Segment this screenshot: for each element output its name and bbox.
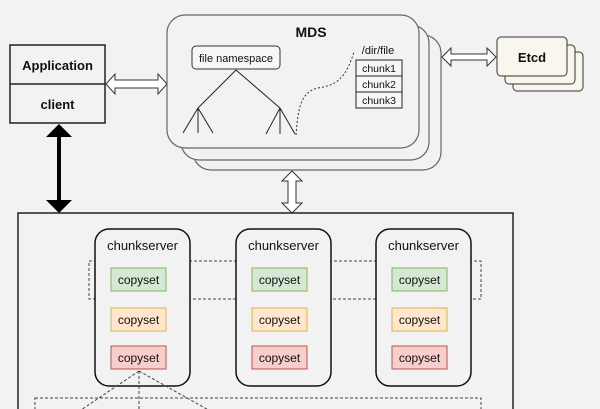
chunkserver-1[interactable]: chunkserver copyset copyset copyset bbox=[94, 228, 191, 387]
client-label: client bbox=[41, 97, 76, 112]
chunk-label: chunk2 bbox=[362, 79, 396, 91]
copyset-label: copyset bbox=[399, 273, 441, 287]
copyset-label: copyset bbox=[259, 351, 301, 365]
chunk-cell bbox=[355, 91, 403, 109]
copyset-label: copyset bbox=[259, 273, 301, 287]
chunkserver-3[interactable]: chunkserver copyset copyset copyset bbox=[375, 228, 472, 387]
mds-title: MDS bbox=[295, 24, 326, 40]
copyset-label: copyset bbox=[399, 351, 441, 365]
replica-group-dashed bbox=[34, 397, 482, 409]
chunkserver-label: chunkserver bbox=[248, 238, 319, 253]
copyset-box[interactable] bbox=[391, 345, 448, 370]
copyset-box[interactable] bbox=[110, 345, 167, 370]
mds-cluster-arrow bbox=[280, 170, 304, 214]
copyset-label: copyset bbox=[118, 273, 160, 287]
chunkserver-label: chunkserver bbox=[388, 238, 459, 253]
copyset-box[interactable] bbox=[391, 267, 448, 292]
chunkserver-label: chunkserver bbox=[107, 238, 178, 253]
copyset-box[interactable] bbox=[251, 307, 308, 332]
file-namespace-label: file namespace bbox=[199, 53, 273, 65]
copyset-label: copyset bbox=[118, 351, 160, 365]
copyset-label: copyset bbox=[399, 313, 441, 327]
etcd-box bbox=[496, 36, 568, 77]
client-cluster-arrow bbox=[46, 124, 72, 213]
mds-etcd-arrow bbox=[441, 46, 497, 68]
file-namespace-box bbox=[191, 45, 281, 70]
copyset-box[interactable] bbox=[251, 345, 308, 370]
application-client-box[interactable]: Application client bbox=[9, 44, 106, 124]
replica-link-lines bbox=[81, 370, 208, 409]
copyset-box[interactable] bbox=[110, 267, 167, 292]
chunkserver-2[interactable]: chunkserver copyset copyset copyset bbox=[235, 228, 332, 387]
chunk-list: chunk1 chunk2 chunk3 bbox=[355, 59, 403, 109]
etcd-stack[interactable]: Etcd bbox=[496, 36, 584, 92]
mds-stack[interactable]: MDS file namespace /dir/file chunk1 chun… bbox=[166, 14, 442, 171]
copyset-label: copyset bbox=[118, 313, 160, 327]
copyset-label: copyset bbox=[259, 313, 301, 327]
app-mds-arrow bbox=[105, 72, 168, 96]
file-path-label: /dir/file bbox=[362, 45, 394, 57]
etcd-label: Etcd bbox=[518, 50, 546, 65]
file-link-dashed bbox=[295, 51, 355, 136]
copyset-box[interactable] bbox=[110, 307, 167, 332]
application-label: Application bbox=[22, 58, 93, 73]
chunk-label: chunk3 bbox=[362, 95, 396, 107]
chunk-label: chunk1 bbox=[362, 63, 396, 75]
copyset-box[interactable] bbox=[391, 307, 448, 332]
copyset-box[interactable] bbox=[251, 267, 308, 292]
namespace-tree-icon bbox=[182, 69, 296, 135]
